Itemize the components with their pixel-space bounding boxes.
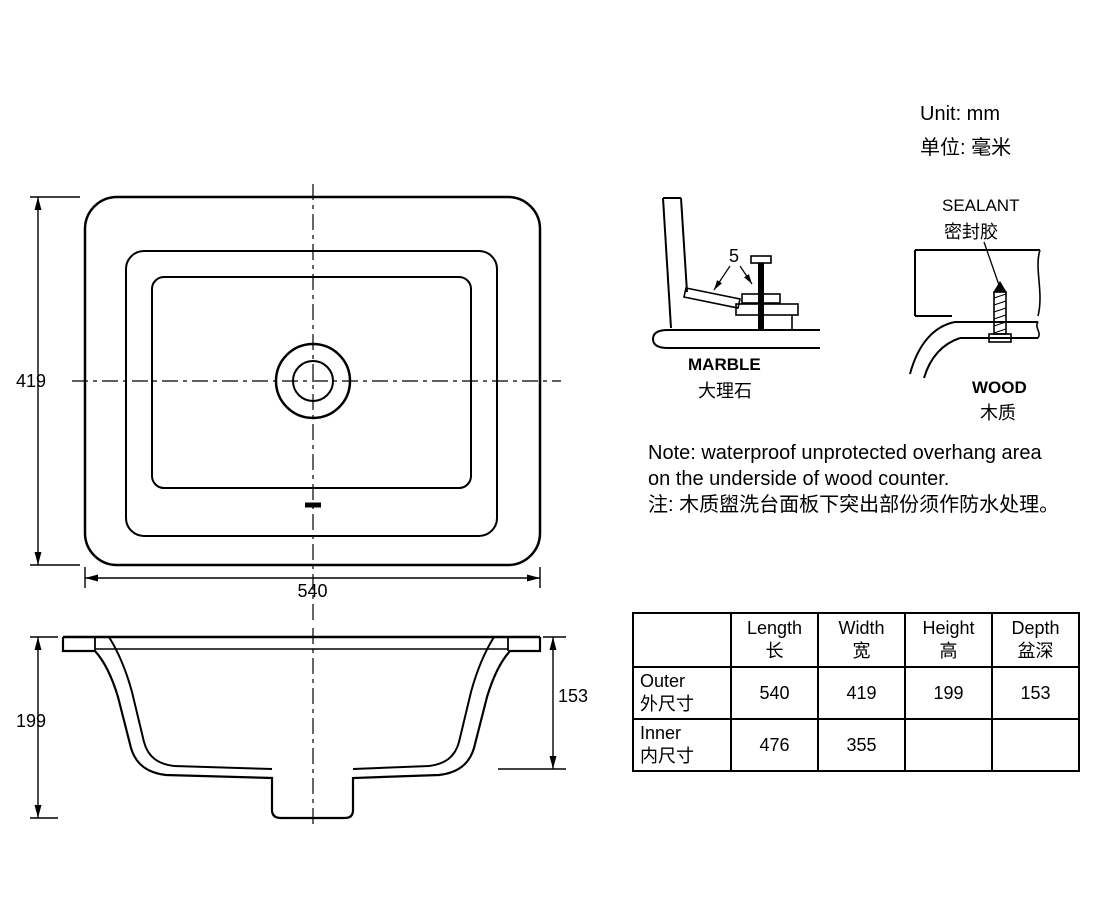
outer-label-zh: 外尺寸 — [640, 694, 694, 714]
inner-row-label: Inner 内尺寸 — [632, 718, 732, 772]
wood-detail-drawing — [909, 241, 1041, 379]
screw-head — [988, 333, 1012, 343]
header-depth: Depth 盆深 — [991, 612, 1080, 668]
unit-label-zh: 单位: 毫米 — [920, 137, 1012, 159]
outer-row-label: Outer 外尺寸 — [632, 666, 732, 720]
marble-slab-right — [680, 197, 688, 293]
header-width-en: Width — [838, 618, 885, 638]
screw-shaft — [993, 291, 1007, 335]
outer-length-value: 540 — [730, 666, 819, 720]
header-length: Length 长 — [730, 612, 819, 668]
gap-leader-left — [713, 265, 731, 291]
sealant-leader-line — [983, 241, 1001, 289]
spec-table: Length 长 Width 宽 Height 高 Depth 盆深 Outer… — [632, 612, 1080, 772]
wood-label-zh: 木质 — [980, 403, 1016, 423]
waterproof-note: Note: waterproof unprotected overhang ar… — [648, 440, 1059, 518]
note-line-1: Note: waterproof unprotected overhang ar… — [648, 442, 1042, 464]
clamp-hook — [683, 287, 741, 309]
header-depth-en: Depth — [1011, 618, 1060, 638]
outer-label-en: Outer — [640, 671, 686, 691]
wood-label-en: WOOD — [972, 378, 1027, 397]
dim-label-540: 540 — [297, 581, 328, 601]
inner-height-value — [904, 718, 993, 772]
section-view — [61, 628, 542, 826]
clamp-bracket — [735, 303, 799, 316]
header-height-zh: 高 — [939, 641, 958, 661]
section-dimensions — [30, 636, 566, 819]
clamp-rail — [651, 329, 820, 349]
marble-label-zh: 大理石 — [698, 381, 752, 401]
basin-wall-outer — [909, 321, 956, 375]
dim-label-419: 419 — [15, 371, 47, 391]
dim-label-5: 5 — [728, 246, 739, 266]
header-length-en: Length — [746, 618, 803, 638]
wood-break-line — [1037, 249, 1041, 317]
header-length-zh: 长 — [765, 641, 784, 661]
inner-label-zh: 内尺寸 — [640, 746, 694, 766]
basin-bowl-bottom-edge — [151, 276, 472, 489]
inner-depth-value — [991, 718, 1080, 772]
table-row-outer: Outer 外尺寸 540 419 199 153 — [632, 666, 1080, 720]
header-height-en: Height — [922, 618, 975, 638]
header-depth-zh: 盆深 — [1017, 641, 1054, 661]
outer-height-value: 199 — [904, 666, 993, 720]
plan-dimensions — [30, 196, 541, 588]
header-width-zh: 宽 — [852, 641, 871, 661]
outer-depth-value: 153 — [991, 666, 1080, 720]
plan-view — [72, 184, 561, 622]
clamp-washer — [741, 293, 781, 304]
note-line-3: 注: 木质盥洗台面板下突出部份须作防水处理。 — [648, 494, 1060, 516]
flange-break-line — [1036, 321, 1040, 339]
unit-label-en: Unit: mm — [920, 103, 1000, 125]
header-width: Width 宽 — [817, 612, 906, 668]
table-header-row: Length 长 Width 宽 Height 高 Depth 盆深 — [632, 612, 1080, 668]
table-row-inner: Inner 内尺寸 476 355 — [632, 718, 1080, 772]
outer-width-value: 419 — [817, 666, 906, 720]
basin-inner-wall-right — [352, 636, 495, 770]
basin-wall-inner — [923, 337, 961, 379]
basin-outer-profile — [61, 637, 542, 820]
marble-detail-drawing — [651, 197, 820, 349]
sealant-label-en: SEALANT — [942, 196, 1020, 215]
dim-label-153: 153 — [557, 686, 589, 706]
inner-width-value: 355 — [817, 718, 906, 772]
sealant-label-zh: 密封胶 — [944, 222, 998, 242]
inner-length-value: 476 — [730, 718, 819, 772]
screw-threads — [993, 293, 1007, 334]
dim-label-199: 199 — [15, 711, 47, 731]
note-line-2: on the underside of wood counter. — [648, 468, 950, 490]
bolt-head — [750, 255, 772, 264]
basin-inner-rim — [125, 250, 498, 537]
basin-inner-wall-left — [108, 636, 273, 770]
gap-leader-right — [739, 265, 753, 285]
marble-slab-left — [662, 197, 672, 329]
inner-label-en: Inner — [640, 723, 682, 743]
header-empty-cell — [632, 612, 732, 668]
marble-label-en: MARBLE — [688, 355, 761, 374]
header-height: Height 高 — [904, 612, 993, 668]
